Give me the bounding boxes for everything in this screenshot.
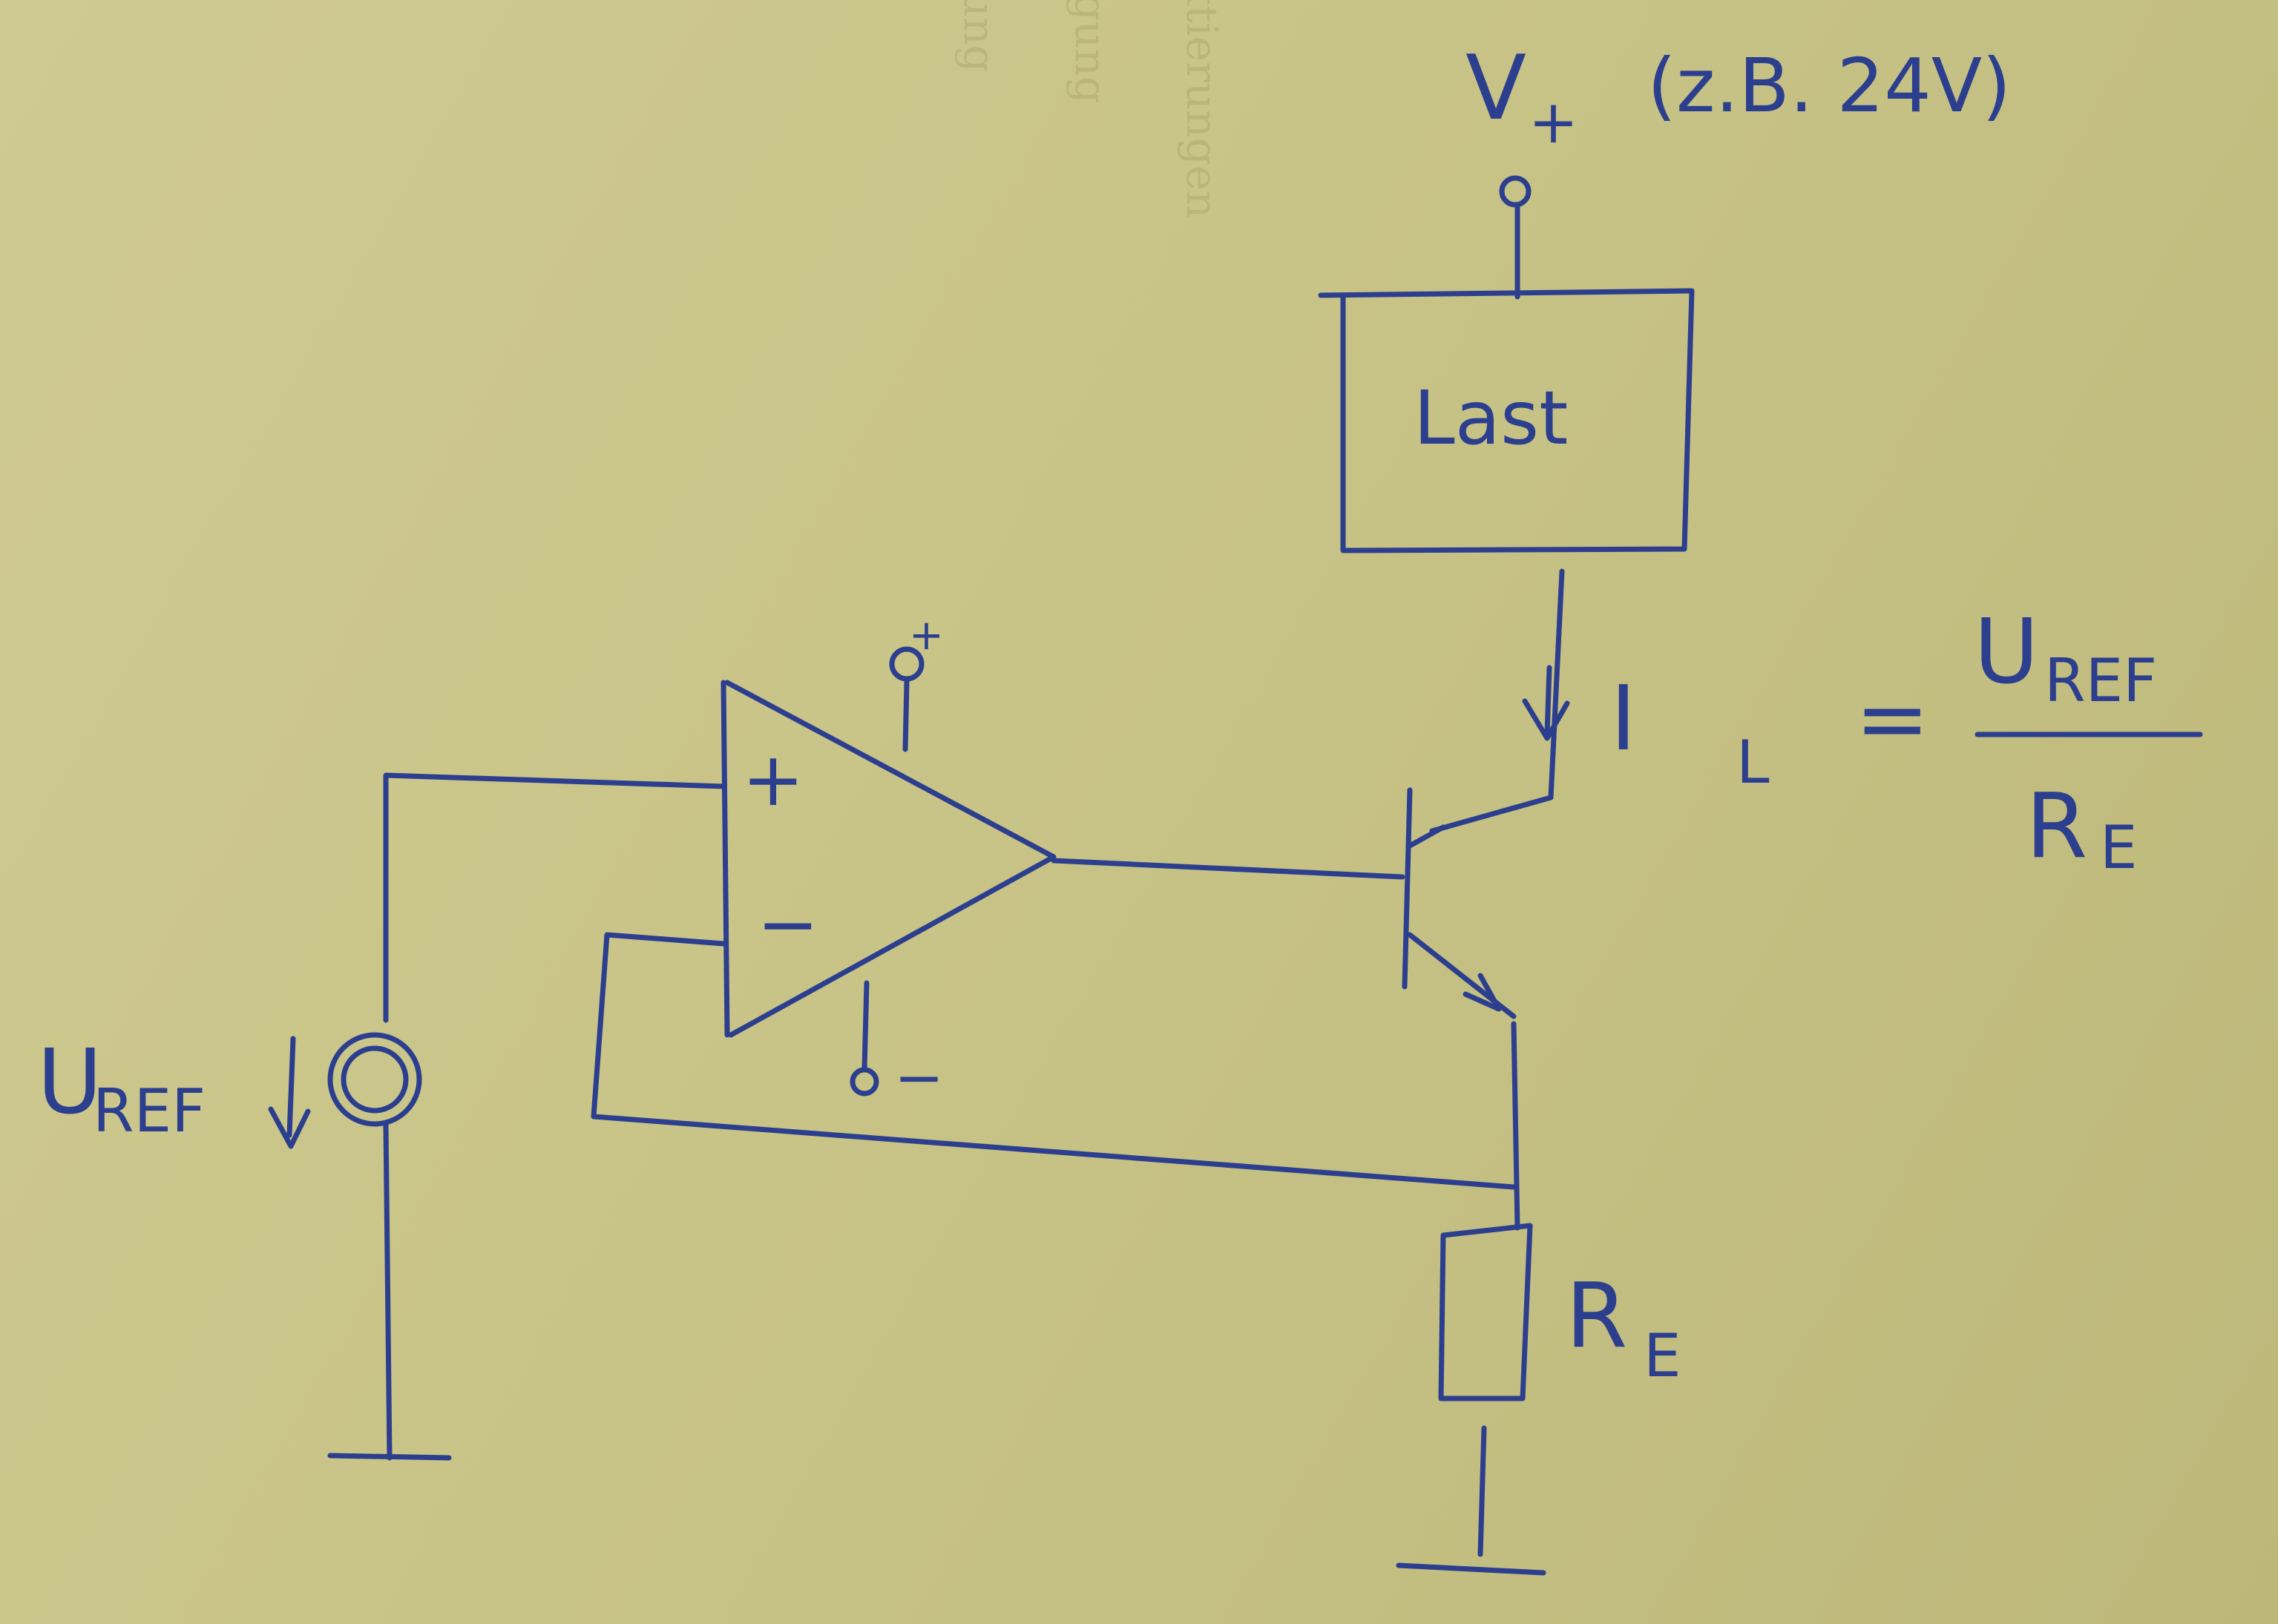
svg-text:REF: REF xyxy=(2044,646,2157,715)
svg-text:−: − xyxy=(757,881,819,967)
emitter-wire xyxy=(1511,1021,1520,1231)
plus-input-wire xyxy=(383,772,726,1023)
resistor-label: R E xyxy=(1566,1265,1681,1390)
svg-text:(z.B. 24V): (z.B. 24V) xyxy=(1647,42,2011,129)
svg-text:−: − xyxy=(894,1043,944,1112)
svg-text:Schaltung: Schaltung xyxy=(954,0,1005,73)
svg-text:U: U xyxy=(1974,601,2039,704)
npn-transistor xyxy=(1402,787,1517,1019)
opamp-supply-pos: + xyxy=(889,611,944,752)
current-label: I L xyxy=(1610,668,1770,797)
ground-right xyxy=(1396,1562,1546,1576)
svg-text:R: R xyxy=(2026,775,2087,878)
reference-arrow xyxy=(268,1036,311,1149)
formula: = U REF R E xyxy=(1855,601,2203,882)
resistor-re xyxy=(1438,1223,1533,1401)
svg-text:=: = xyxy=(1855,668,1930,771)
ground-left xyxy=(327,1453,452,1461)
svg-text:REF: REF xyxy=(93,1076,206,1145)
reference-source xyxy=(327,1032,422,1461)
svg-text:E: E xyxy=(1644,1321,1681,1390)
svg-text:+: + xyxy=(742,736,804,823)
svg-text:V: V xyxy=(1465,37,1526,140)
svg-text:R: R xyxy=(1566,1265,1627,1368)
bleed-through-text: Kontaktierungen Versorgung Schaltung xyxy=(954,0,1227,219)
svg-text:+: + xyxy=(909,611,944,660)
svg-text:+: + xyxy=(1529,88,1578,157)
svg-text:Last: Last xyxy=(1414,375,1568,461)
collector-wire xyxy=(1429,568,1565,834)
svg-text:Kontaktierungen: Kontaktierungen xyxy=(1177,0,1227,219)
current-arrow xyxy=(1522,665,1570,741)
svg-text:U: U xyxy=(37,1031,102,1134)
opamp-output-wire xyxy=(1051,858,1405,880)
resistor-ground-wire xyxy=(1477,1425,1487,1557)
reference-label: U REF xyxy=(37,1031,206,1145)
svg-text:Versorgung: Versorgung xyxy=(1066,0,1116,104)
load-box: Last xyxy=(1318,288,1695,553)
op-amp: + − xyxy=(721,680,1057,1038)
supply-label: V + (z.B. 24V) xyxy=(1465,37,2011,157)
feedback-wire xyxy=(591,932,1517,1190)
opamp-supply-neg: − xyxy=(850,980,944,1112)
svg-text:I: I xyxy=(1610,668,1636,771)
supply-terminal xyxy=(1499,175,1532,300)
svg-text:E: E xyxy=(2100,813,2138,882)
svg-text:L: L xyxy=(1736,728,1770,797)
